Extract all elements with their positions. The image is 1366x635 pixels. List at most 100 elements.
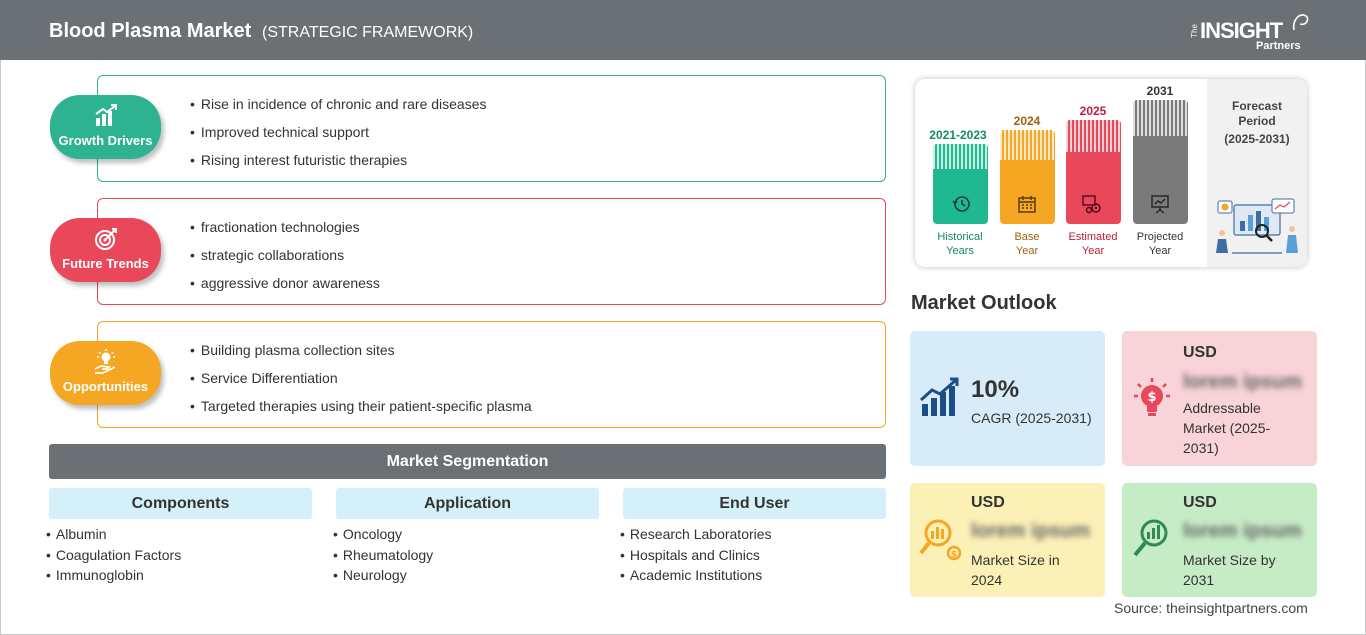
cagr-label: CAGR (2025-2031) — [971, 410, 1092, 426]
addressable-usd: USD — [1183, 344, 1217, 361]
logo-the-text: The — [1190, 24, 1199, 38]
forecast-title-line2: Period — [1238, 114, 1276, 128]
future-trends-list: fractionation technologies strategic col… — [190, 217, 380, 301]
market-size-2024-value-blurred: lorem ipsum — [971, 520, 1090, 542]
timeline-bar-projected — [1133, 100, 1188, 224]
magnifier-chart-icon — [1133, 519, 1168, 557]
list-item: strategic collaborations — [190, 245, 380, 273]
list-item: Improved technical support — [190, 122, 487, 150]
growth-drivers-list: Rise in incidence of chronic and rare di… — [190, 94, 487, 178]
history-clock-icon — [952, 196, 970, 212]
timeline-year-estimated: 2025 — [1079, 104, 1107, 118]
timeline-label-historical: Historical — [937, 231, 983, 243]
market-size-2031-label-line2: 2031 — [1183, 572, 1215, 588]
list-item: Oncology — [333, 524, 433, 545]
source-citation: Source: theinsightpartners.com — [1114, 600, 1308, 616]
target-icon — [95, 228, 117, 250]
logo-swoosh-icon — [1292, 14, 1309, 31]
badge-label: Future Trends — [62, 256, 149, 271]
logo-partners-text: Partners — [1256, 40, 1301, 52]
list-item: Rise in incidence of chronic and rare di… — [190, 94, 487, 122]
market-size-2031-label: Market Size by 2031 — [1183, 550, 1276, 590]
market-size-2024-label-line1: Market Size in — [971, 552, 1060, 568]
segment-list-components: Albumin Coagulation Factors Immunoglobin — [46, 524, 181, 586]
market-size-2031-usd: USD — [1183, 494, 1217, 511]
timeline-label-base: Base — [1014, 231, 1040, 243]
market-size-2024-label-line2: 2024 — [971, 572, 1003, 588]
growth-bars-icon — [919, 377, 959, 416]
segment-heading-components: Components — [49, 488, 312, 519]
addressable-label-line3: 2031) — [1183, 440, 1219, 456]
dollar-bulb-icon: $ — [1134, 378, 1170, 416]
calendar-icon — [1018, 196, 1036, 213]
cagr-value: 10% — [971, 376, 1020, 403]
addressable-label: Addressable Market (2025- 2031) — [1183, 398, 1270, 458]
list-item: fractionation technologies — [190, 217, 380, 245]
presentation-board-icon — [1151, 195, 1169, 214]
market-size-2024-card: $ USD lorem ipsum Market Size in 2024 — [910, 483, 1105, 597]
magnifier-coins-icon: $ — [919, 519, 962, 561]
timeline-label-base-2: Year — [1015, 245, 1039, 257]
opportunities-list: Building plasma collection sites Service… — [190, 340, 532, 424]
timeline-year-projected: 2031 — [1146, 84, 1174, 98]
timeline-year-base: 2024 — [1013, 114, 1041, 128]
list-item: Service Differentiation — [190, 368, 532, 396]
list-item: Rheumatology — [333, 545, 433, 566]
timeline-label-estimated: Estimated — [1068, 231, 1118, 243]
timeline-label-historical-2: Years — [946, 245, 974, 257]
opportunities-badge: Opportunities — [50, 341, 161, 405]
list-item: Academic Institutions — [620, 565, 772, 586]
idea-hand-icon — [94, 349, 116, 374]
market-size-2031-value-blurred: lorem ipsum — [1183, 520, 1302, 542]
svg-text:$: $ — [1147, 390, 1156, 405]
timeline-label-projected-2: Year — [1148, 245, 1172, 257]
segment-list-end-user: Research Laboratories Hospitals and Clin… — [620, 524, 772, 586]
timeline-label-projected: Projected — [1136, 231, 1184, 243]
forecast-title-line1: Forecast — [1231, 99, 1283, 113]
list-item: Coagulation Factors — [46, 545, 181, 566]
logo-insight-text: INSIGHT — [1200, 18, 1283, 43]
list-item: Albumin — [46, 524, 181, 545]
addressable-market-card: $ USD lorem ipsum Addressable Market (20… — [1122, 331, 1317, 466]
future-trends-box: fractionation technologies strategic col… — [97, 198, 886, 305]
list-item: Rising interest futuristic therapies — [190, 150, 487, 178]
segment-list-application: Oncology Rheumatology Neurology — [333, 524, 433, 586]
list-item: aggressive donor awareness — [190, 273, 380, 301]
page-subtitle: (STRATEGIC FRAMEWORK) — [262, 24, 474, 41]
market-size-2031-label-line1: Market Size by — [1183, 552, 1276, 568]
timeline-bar-base — [1000, 130, 1055, 224]
timeline-year-historical: 2021-2023 — [929, 128, 987, 142]
forecast-period-panel: Forecast Period (2025-2031) — [1207, 79, 1307, 267]
insight-partners-logo[interactable]: The INSIGHT Partners — [1190, 10, 1315, 54]
timeline-bar-estimated — [1066, 120, 1121, 224]
addressable-label-line1: Addressable — [1183, 400, 1261, 416]
badge-label: Growth Drivers — [58, 133, 153, 148]
opportunities-box: Building plasma collection sites Service… — [97, 321, 886, 428]
svg-text:$: $ — [951, 550, 957, 560]
timeline-label-estimated-2: Year — [1081, 245, 1105, 257]
forecast-range: (2025-2031) — [1224, 132, 1290, 146]
market-segmentation-header: Market Segmentation — [49, 444, 886, 479]
list-item: Immunoglobin — [46, 565, 181, 586]
addressable-label-line2: Market (2025- — [1183, 420, 1271, 436]
market-size-2024-label: Market Size in 2024 — [971, 550, 1060, 590]
estimate-gears-icon — [1082, 195, 1101, 214]
header-bar: Blood Plasma Market (STRATEGIC FRAMEWORK… — [0, 0, 1366, 60]
badge-label: Opportunities — [62, 379, 149, 394]
growth-drivers-badge: Growth Drivers — [50, 95, 161, 159]
page-title: Blood Plasma Market — [49, 20, 252, 42]
list-item: Hospitals and Clinics — [620, 545, 772, 566]
addressable-value-blurred: lorem ipsum — [1183, 371, 1302, 393]
market-size-2031-card: USD lorem ipsum Market Size by 2031 — [1122, 483, 1317, 597]
list-item: Neurology — [333, 565, 433, 586]
segment-heading-application: Application — [336, 488, 599, 519]
list-item: Research Laboratories — [620, 524, 772, 545]
growth-drivers-box: Rise in incidence of chronic and rare di… — [97, 75, 886, 182]
list-item: Targeted therapies using their patient-s… — [190, 396, 532, 424]
list-item: Building plasma collection sites — [190, 340, 532, 368]
future-trends-badge: Future Trends — [50, 218, 161, 282]
forecast-title: Forecast Period — [1207, 99, 1307, 129]
analytics-people-icon — [1216, 198, 1298, 254]
market-size-2024-usd: USD — [971, 494, 1005, 511]
timeline-panel: 2021-2023 Historical Years 2024 Base Yea… — [915, 79, 1307, 267]
